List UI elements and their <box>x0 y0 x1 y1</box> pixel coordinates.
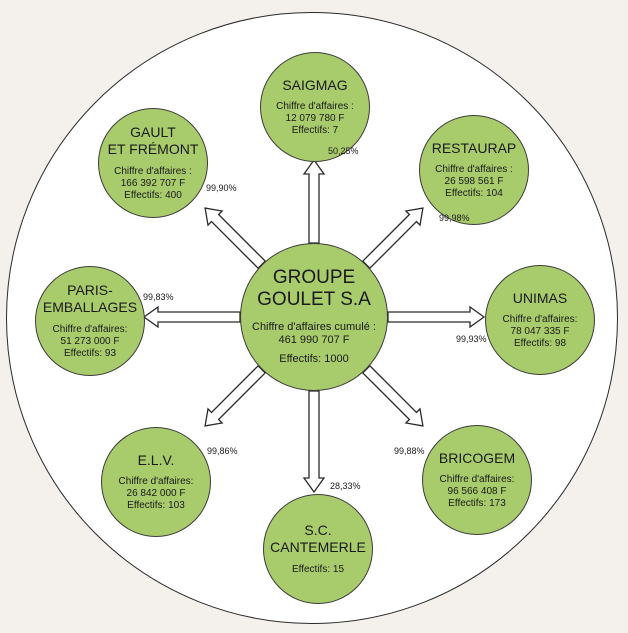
arrow-to-gault-et-fremont <box>204 207 267 270</box>
arrow-to-restaurap <box>361 207 424 270</box>
node-name: BRICOGEM <box>438 449 516 466</box>
node-bricogem: BRICOGEM Chiffre d'affaires: 96 566 408 … <box>422 425 532 535</box>
node-ca-value: 51 273 000 F <box>60 335 120 347</box>
share-label-saigmag: 50,25% <box>328 146 359 156</box>
arrow-to-bricogem <box>361 364 424 427</box>
arrow-to-saigmag <box>302 158 326 244</box>
node-effectifs: Effectifs: 7 <box>291 125 339 137</box>
center-effectifs: Effectifs: 1000 <box>279 353 349 366</box>
node-ca-value: 96 566 408 F <box>447 486 507 498</box>
node-name: E.L.V. <box>137 451 175 468</box>
node-paris-emballages: PARIS- EMBALLAGES Chiffre d'affaires: 51… <box>35 266 145 376</box>
node-effectifs: Effectifs: 104 <box>445 188 503 200</box>
node-ca-value: 78 047 335 F <box>510 326 570 338</box>
node-ca-label: Chiffre d'affaires : <box>114 165 192 177</box>
node-gault-et-fremont: GAULT ET FRÉMONT Chiffre d'affaires : 16… <box>98 108 208 218</box>
node-effectifs: Effectifs: 173 <box>448 498 506 510</box>
arrow-to-sc-cantemerle <box>302 390 326 494</box>
node-effectifs: Effectifs: 93 <box>63 347 117 359</box>
arrow-to-elv <box>204 364 267 427</box>
center-name: GROUPE GOULET S.A <box>257 267 371 311</box>
node-sc-cantemerle: S.C. CANTEMERLE Effectifs: 15 <box>263 494 373 604</box>
share-label-paris-emballages: 99,83% <box>143 292 174 302</box>
arrow-to-paris-emballages <box>142 305 241 329</box>
center-node-groupe-goulet: GROUPE GOULET S.A Chiffre d'affaires cum… <box>240 243 388 391</box>
node-ca-value: 166 392 707 F <box>120 177 186 189</box>
node-ca-value: 26 842 000 F <box>126 488 186 500</box>
node-ca-label: Chiffre d'affaires: <box>118 476 194 488</box>
node-name: GAULT ET FRÉMONT <box>107 124 199 157</box>
share-label-gault-et-fremont: 99,90% <box>206 183 237 193</box>
share-label-elv: 99,86% <box>207 446 238 456</box>
share-label-restaurap: 99,98% <box>439 213 470 223</box>
share-label-sc-cantemerle: 28,33% <box>330 481 361 491</box>
node-saigmag: SAIGMAG Chiffre d'affaires : 12 079 780 … <box>260 52 370 162</box>
node-effectifs: Effectifs: 400 <box>124 189 182 201</box>
node-name: SAIGMAG <box>282 76 348 93</box>
node-ca-value: 26 598 561 F <box>444 176 504 188</box>
center-ca-label: Chiffre d'affaires cumulé : <box>252 321 376 334</box>
node-effectifs: Effectifs: 98 <box>513 338 567 350</box>
center-ca-value: 461 990 707 F <box>278 334 350 347</box>
node-ca-value: 12 079 780 F <box>285 113 345 125</box>
node-name: RESTAURAP <box>431 139 517 156</box>
node-effectifs: Effectifs: 15 <box>291 563 345 575</box>
node-name: PARIS- EMBALLAGES <box>42 282 138 315</box>
share-label-unimas: 99,93% <box>456 334 487 344</box>
share-label-bricogem: 99,88% <box>394 446 425 456</box>
node-ca-label: Chiffre d'affaires: <box>502 314 578 326</box>
node-ca-label: Chiffre d'affaires : <box>276 101 354 113</box>
node-unimas: UNIMAS Chiffre d'affaires: 78 047 335 F … <box>485 265 595 375</box>
node-effectifs: Effectifs: 103 <box>127 500 185 512</box>
node-ca-label: Chiffre d'affaires : <box>435 164 513 176</box>
arrow-to-unimas <box>387 305 486 329</box>
node-restaurap: RESTAURAP Chiffre d'affaires : 26 598 56… <box>419 115 529 225</box>
node-name: UNIMAS <box>512 289 568 306</box>
node-elv: E.L.V. Chiffre d'affaires: 26 842 000 F … <box>101 427 211 537</box>
node-ca-label: Chiffre d'affaires: <box>52 323 128 335</box>
node-name: S.C. CANTEMERLE <box>270 522 366 555</box>
node-ca-label: Chiffre d'affaires: <box>439 474 515 486</box>
